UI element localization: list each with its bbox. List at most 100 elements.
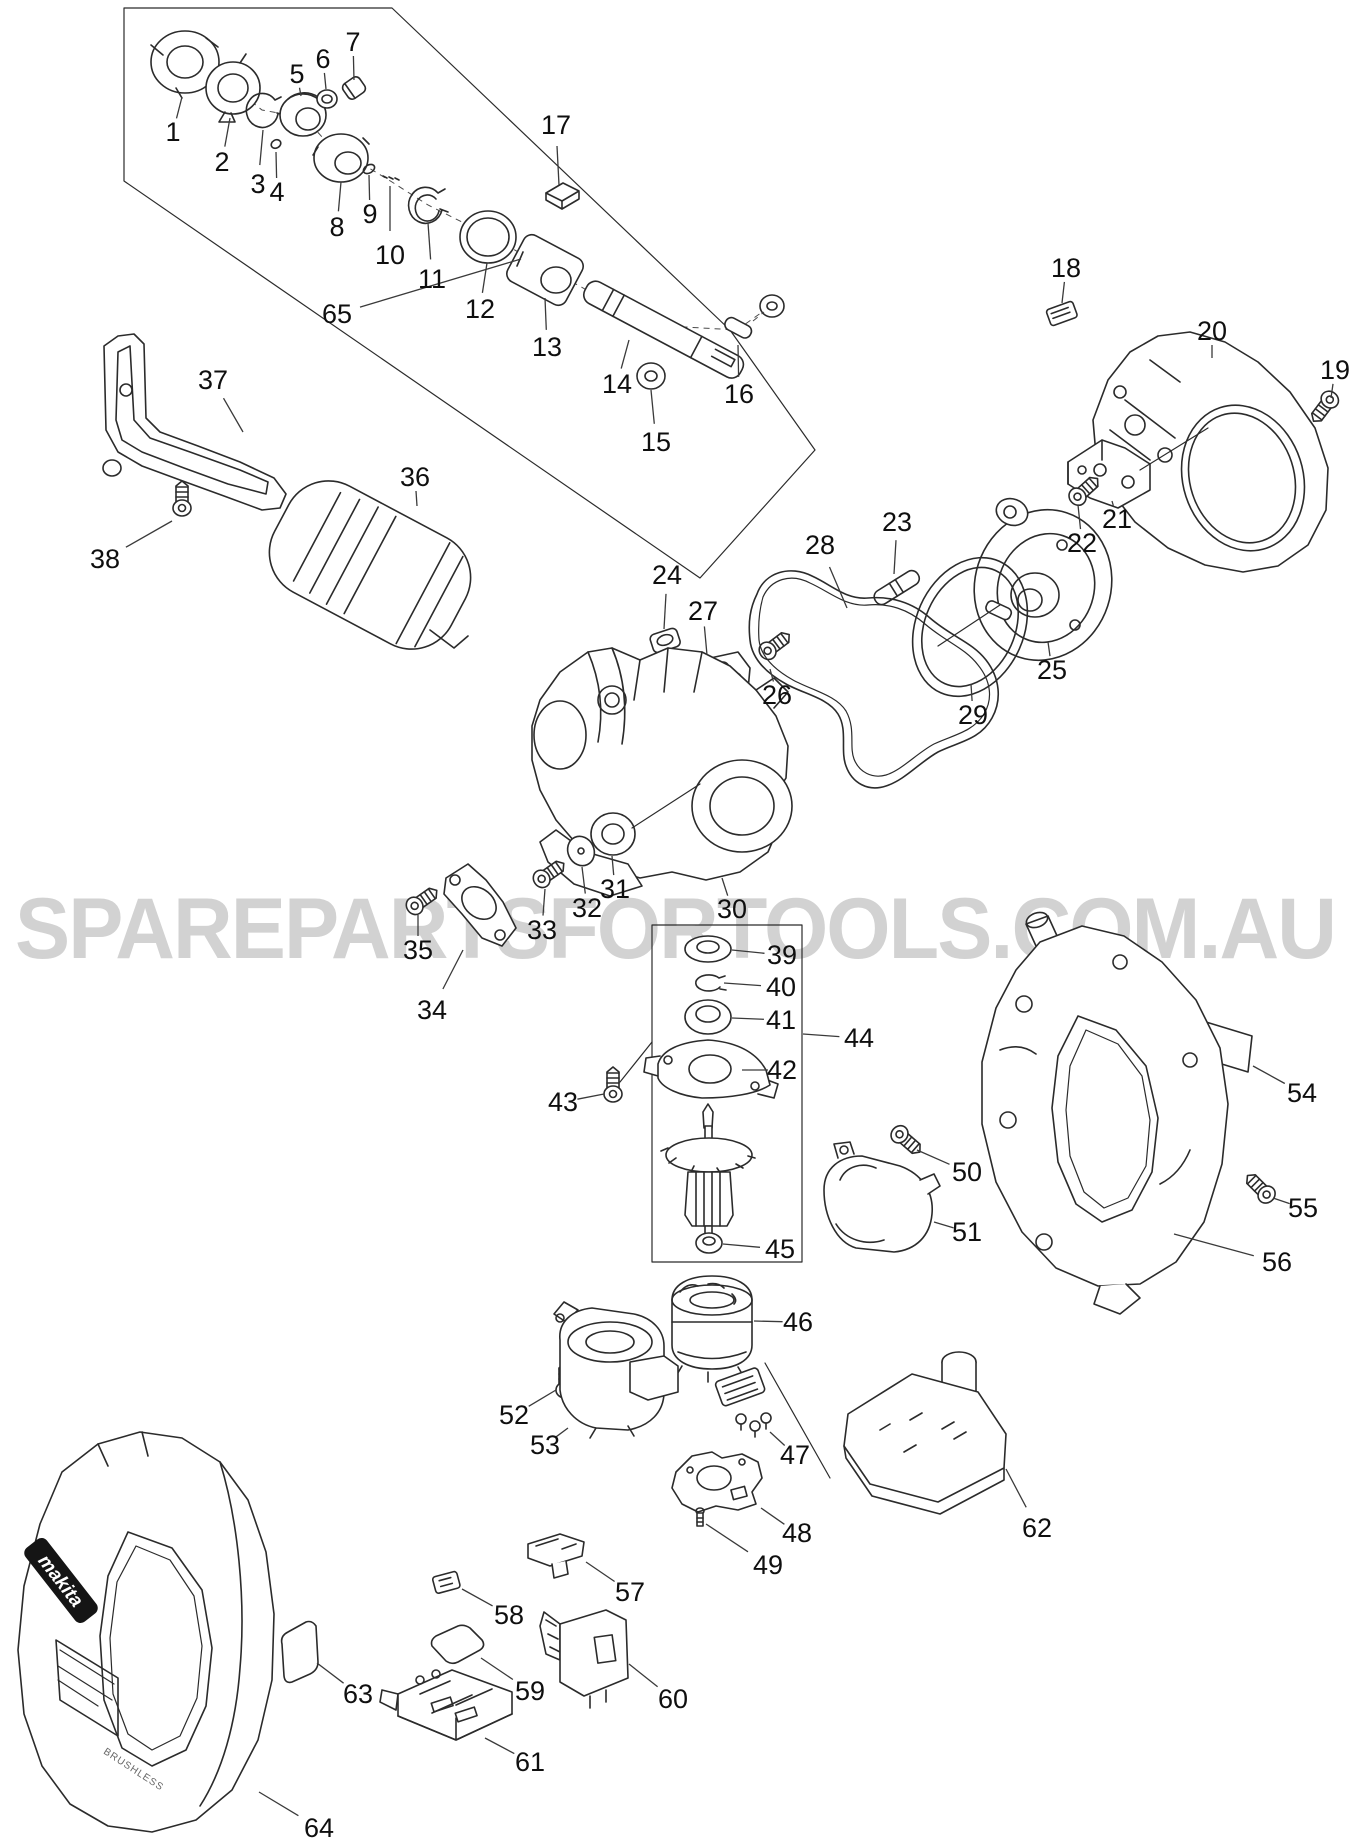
part-label-55: 55 (1288, 1193, 1318, 1223)
leader-line-4 (275, 151, 278, 179)
part-63-sticker (280, 1620, 319, 1684)
leader-line-24 (663, 593, 667, 630)
part-label-57: 57 (615, 1577, 645, 1607)
part-label-62: 62 (1022, 1513, 1052, 1543)
part-4-drawing (270, 138, 282, 150)
part-label-23: 23 (882, 507, 912, 537)
part-12-drawing (459, 210, 517, 264)
part-label-12: 12 (465, 294, 495, 324)
part-label-59: 59 (515, 1676, 545, 1706)
part-20-drawing (1092, 331, 1329, 573)
part-9-drawing (362, 163, 376, 175)
leader-line-61 (484, 1737, 515, 1755)
leader-line-60 (628, 1663, 659, 1688)
part-55-screw (1240, 1168, 1280, 1208)
part-34-drawing (443, 863, 517, 947)
part-39-drawing (684, 935, 732, 963)
part-label-3: 3 (250, 169, 265, 199)
part-label-35: 35 (403, 935, 433, 965)
part-label-16: 16 (724, 379, 754, 409)
leader-line-11 (427, 222, 432, 260)
part-60-drawing (539, 1609, 629, 1709)
part-label-50: 50 (952, 1157, 982, 1187)
part-1-drawing (150, 30, 220, 99)
part-label-34: 34 (417, 995, 447, 1025)
leader-line-26 (769, 668, 775, 682)
part-label-5: 5 (289, 59, 304, 89)
part-label-61: 61 (515, 1747, 545, 1777)
part-label-19: 19 (1320, 355, 1350, 385)
leader-line-6 (323, 72, 327, 90)
part-2-drawing (205, 53, 261, 123)
part-16-drawing (724, 294, 785, 339)
leader-line-17 (556, 145, 560, 186)
part-label-37: 37 (198, 365, 228, 395)
part-8-drawing (312, 133, 370, 183)
part-label-56: 56 (1262, 1247, 1292, 1277)
leader-line-34 (442, 949, 464, 990)
assembly-border (123, 7, 816, 579)
part-6-drawing (316, 89, 338, 109)
leader-line-55 (1272, 1197, 1290, 1205)
leader-line-16 (737, 344, 740, 377)
part-label-44: 44 (844, 1023, 874, 1053)
leader-line-45 (722, 1243, 761, 1248)
leader-line-63 (316, 1662, 344, 1684)
leader-line-27 (703, 626, 708, 656)
part-label-2: 2 (214, 147, 229, 177)
part-label-30: 30 (717, 894, 747, 924)
part-28-drawing (748, 570, 1000, 789)
part-40-drawing (695, 974, 727, 992)
part-48-drawing (671, 1451, 763, 1513)
construction-lines (631, 427, 1209, 1479)
part-25-drawing (973, 497, 1113, 662)
leader-line-64 (258, 1791, 299, 1817)
leader-line-23 (893, 540, 897, 575)
part-47-drawing (714, 1367, 772, 1438)
leader-line-58 (461, 1588, 493, 1607)
leader-line-57 (585, 1561, 615, 1583)
part-36-drawing (268, 480, 472, 650)
leader-line-59 (480, 1657, 514, 1681)
part-label-33: 33 (527, 915, 557, 945)
part-label-49: 49 (753, 1550, 783, 1580)
part-label-53: 53 (530, 1430, 560, 1460)
leader-line-46 (753, 1320, 783, 1323)
part-7-drawing (341, 76, 367, 100)
leader-line-25 (1047, 641, 1051, 657)
leader-line-3 (259, 129, 264, 166)
part-label-18: 18 (1051, 253, 1081, 283)
part-label-60: 60 (658, 1684, 688, 1714)
part-53-drawing (553, 1301, 679, 1439)
part-label-43: 43 (548, 1087, 578, 1117)
makita-logo-plate (24, 1537, 98, 1624)
part-label-64: 64 (304, 1813, 334, 1838)
part-label-25: 25 (1037, 655, 1067, 685)
leader-line-18 (1061, 281, 1066, 304)
part-label-65: 65 (322, 299, 352, 329)
part-label-28: 28 (805, 530, 835, 560)
part-15-drawing (636, 362, 666, 390)
leader-line-38 (125, 520, 173, 548)
leader-line-47 (769, 1431, 786, 1446)
leader-line-52 (528, 1389, 557, 1407)
part-label-14: 14 (602, 369, 632, 399)
part-38-screw (172, 480, 192, 517)
part-42-drawing (643, 1039, 779, 1099)
part-41-drawing (684, 999, 732, 1035)
leader-line-41 (731, 1017, 764, 1020)
part-label-52: 52 (499, 1400, 529, 1430)
part-5-drawing (279, 92, 327, 137)
leader-line-36 (415, 490, 418, 507)
part-32-drawing (566, 835, 596, 867)
part-14-drawing (582, 280, 745, 379)
part-57-drawing (527, 1533, 585, 1579)
part-26-screw (754, 626, 796, 664)
part-label-17: 17 (541, 110, 571, 140)
part-59-sticker (430, 1624, 485, 1665)
part-62-drawing (843, 1351, 1007, 1515)
part-label-1: 1 (165, 117, 180, 147)
part-label-11: 11 (418, 264, 446, 294)
leader-line-2 (224, 117, 231, 147)
